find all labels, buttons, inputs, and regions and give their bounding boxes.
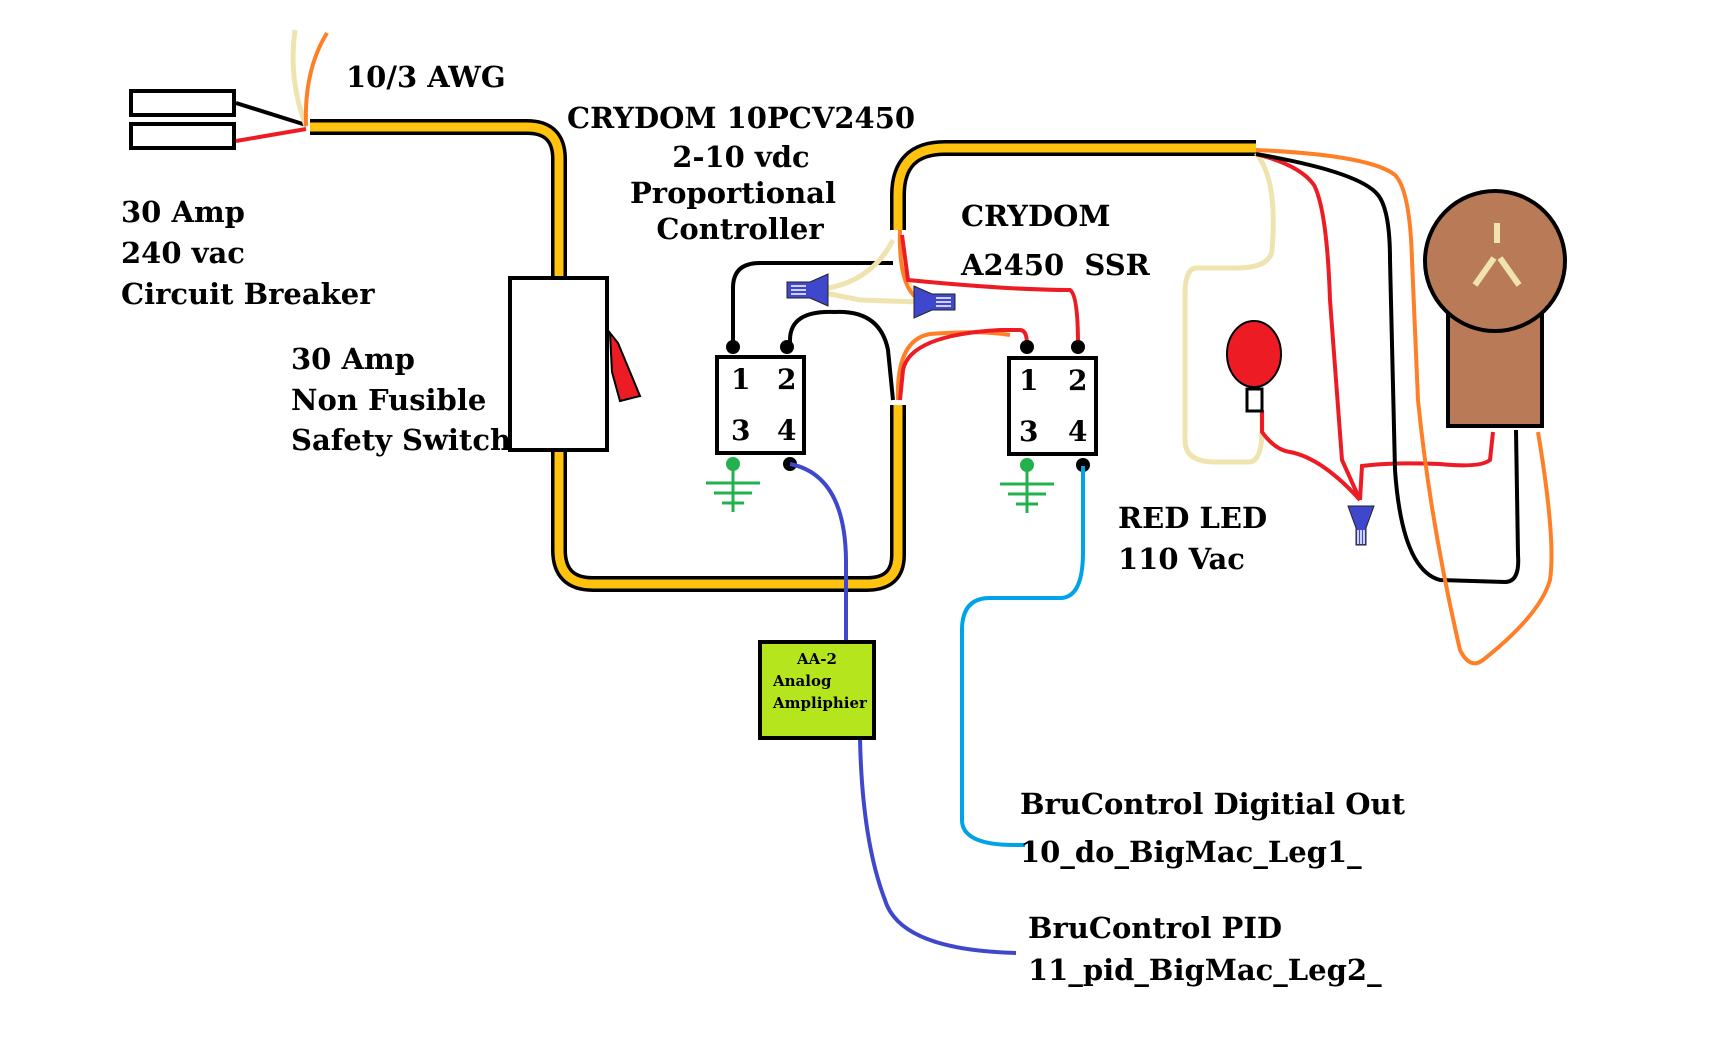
heating-element: [1423, 189, 1567, 428]
controller-terminal-4: 4: [777, 414, 796, 447]
ssr-terminal-3: 3: [1019, 415, 1038, 448]
signal-wiring: [789, 462, 1085, 955]
switch-handle: [608, 329, 642, 403]
safety-switch-label-line-1: 30 Amp: [291, 342, 415, 376]
controller-label-line-2: 2-10 vdc: [672, 140, 809, 174]
cable-10-3-awg: [310, 119, 1256, 592]
pid-label-line-2: 11_pid_BigMac_Leg2_: [1028, 953, 1382, 987]
controller-terminal-2: 2: [777, 363, 796, 396]
wire-nut-connector-load: [1347, 505, 1375, 546]
red-led: [1226, 320, 1282, 413]
ssr-label-line-2: A2450 SSR: [960, 248, 1151, 282]
labels: 10/3 AWG 30 Amp 240 vac Circuit Breaker …: [121, 60, 1406, 987]
controller-terminal-3: 3: [731, 414, 750, 447]
proportional-controller: 1 2 3 4: [715, 340, 806, 471]
led-label-line-2: 110 Vac: [1118, 542, 1245, 576]
heater-plug-icon: [1472, 223, 1522, 287]
analog-amplifier: AA-2 Analog Ampliphier: [758, 640, 876, 740]
safety-switch-label-line-2: Non Fusible: [291, 383, 486, 417]
solid-state-relay: 1 2 3 4: [1007, 340, 1098, 472]
led-label-line-1: RED LED: [1118, 501, 1267, 535]
circuit-breaker: [129, 89, 236, 150]
breaker-label-line-2: 240 vac: [121, 236, 245, 270]
amplifier-label-line-2: Analog: [772, 672, 832, 690]
cable-label: 10/3 AWG: [346, 60, 506, 94]
ssr-label-line-1: CRYDOM: [961, 199, 1111, 233]
digital-out-label-line-2: 10_do_BigMac_Leg1_: [1020, 835, 1362, 869]
ssr-terminal-2: 2: [1068, 364, 1087, 397]
breaker-label-line-1: 30 Amp: [121, 195, 245, 229]
controller-label-line-3: Proportional: [630, 176, 836, 210]
amplifier-label-line-3: Ampliphier: [772, 694, 868, 712]
safety-switch-label-line-3: Safety Switch: [291, 423, 511, 457]
wire-nut-connector-right: [913, 285, 956, 319]
digital-out-label-line-1: BruControl Digitial Out: [1020, 787, 1406, 821]
breaker-leads: [235, 29, 329, 143]
controller-terminal-1: 1: [731, 363, 750, 396]
load-wiring: [1182, 148, 1554, 666]
controller-label-line-1: CRYDOM 10PCV2450: [567, 101, 915, 135]
ssr-terminal-1: 1: [1019, 364, 1038, 397]
controller-label-line-4: Controller: [656, 212, 824, 246]
ground-symbol-ssr: [1000, 471, 1054, 513]
safety-switch: [508, 276, 642, 452]
ssr-terminal-4: 4: [1068, 415, 1087, 448]
breaker-label-line-3: Circuit Breaker: [121, 277, 375, 311]
pid-label-line-1: BruControl PID: [1028, 911, 1282, 945]
wire-nut-connector-left: [786, 273, 829, 307]
amplifier-label-line-1: AA-2: [796, 650, 837, 668]
ground-symbol-controller: [706, 470, 760, 512]
